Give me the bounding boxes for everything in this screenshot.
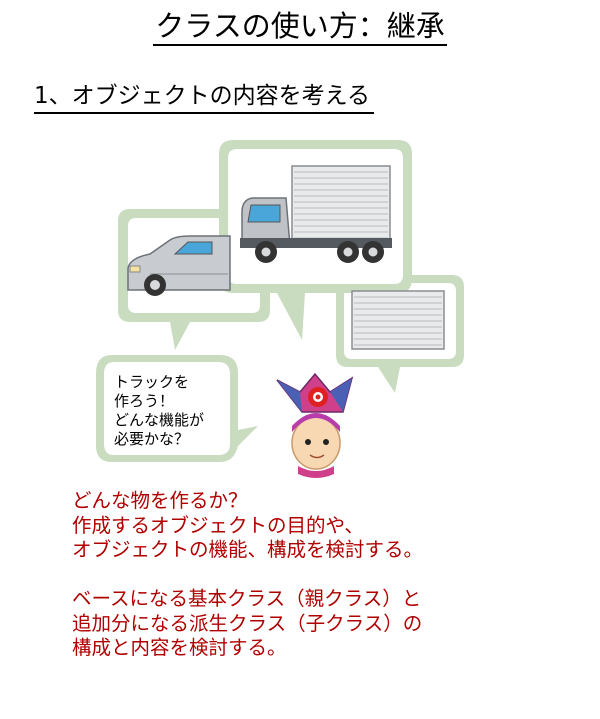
- body-line: どんな物を作るか？: [72, 489, 248, 512]
- paragraph-gap: [72, 563, 423, 588]
- truck-icon: [240, 165, 392, 263]
- page-title: クラスの使い方：継承: [0, 6, 600, 46]
- body-line: 作成するオブジェクトの目的や、: [72, 513, 364, 537]
- cargo-box-icon: [351, 290, 445, 350]
- body-line: ベースになる基本クラス（親クラス）と: [72, 587, 422, 610]
- car-icon: [127, 235, 231, 296]
- body-line: 構成と内容を検討する。: [72, 636, 287, 659]
- speech-line: どんな機能が: [114, 411, 205, 429]
- section-heading: 1、オブジェクトの内容を考える: [34, 80, 374, 114]
- body-text: どんな物を作るか？ 作成するオブジェクトの目的や、 オブジェクトの機能、構成を検…: [72, 489, 423, 661]
- speech-line: 作ろう！: [114, 392, 175, 410]
- speech-bubble: [96, 355, 258, 462]
- speech-line: 必要かな？: [114, 430, 190, 448]
- speech-text: トラックを 作ろう！ どんな機能が 必要かな？: [114, 373, 204, 449]
- speech-line: トラックを: [114, 373, 190, 391]
- body-line: 追加分になる派生クラス（子クラス）の: [72, 611, 423, 635]
- character-icon: [276, 372, 354, 478]
- body-line: オブジェクトの機能、構成を検討する。: [72, 538, 424, 561]
- page-title-text: クラスの使い方：継承: [153, 9, 447, 46]
